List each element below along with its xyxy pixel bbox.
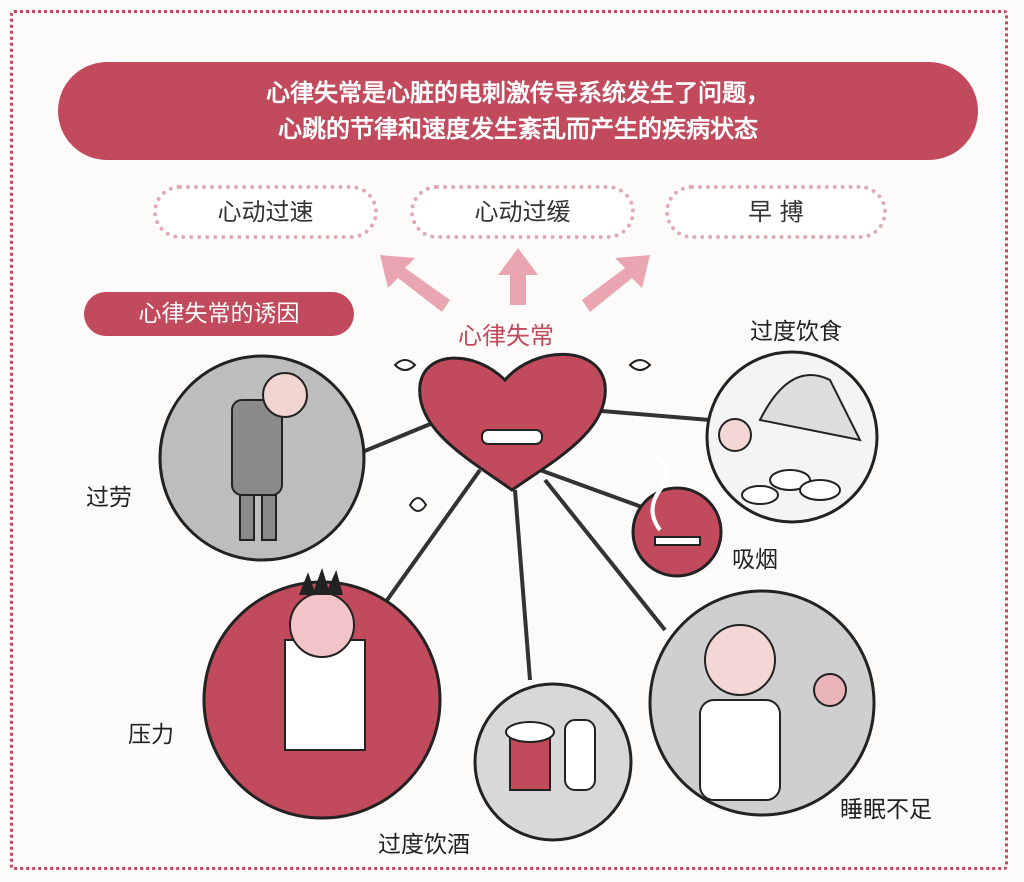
label-overeating: 过度饮食	[750, 319, 842, 345]
label-smoking: 吸烟	[732, 547, 778, 573]
arrow-up	[498, 248, 538, 305]
arrow-up-right	[582, 255, 650, 312]
type-bradycardia: 心动过缓	[410, 185, 635, 239]
definition-line-1: 心律失常是心脏的电刺激传导系统发生了问题，	[266, 79, 770, 107]
smoking-figure	[650, 453, 701, 546]
heart-mouth	[481, 429, 543, 445]
stress-figure	[284, 567, 366, 751]
heart-icon	[418, 352, 607, 492]
smoking-circle	[631, 486, 723, 578]
sweat-drops	[393, 359, 652, 512]
label-overwork: 过劳	[86, 485, 132, 511]
drinking-figure	[505, 719, 596, 791]
causes-title: 心律失常的诱因	[84, 292, 354, 336]
arrows	[380, 248, 650, 312]
type-premature-beat: 早 搏	[665, 185, 887, 239]
label-stress: 压力	[128, 722, 174, 748]
definition-line-2: 心跳的节律和速度发生紊乱而产生的疾病状态	[278, 115, 758, 143]
definition-banner: 心律失常是心脏的电刺激传导系统发生了问题， 心跳的节律和速度发生紊乱而产生的疾病…	[58, 62, 978, 160]
center-label: 心律失常	[458, 322, 554, 350]
label-sleep: 睡眠不足	[840, 797, 932, 823]
overeating-figure	[718, 374, 862, 505]
overwork-figure	[231, 372, 308, 541]
label-drinking: 过度饮酒	[378, 832, 470, 858]
arrow-up-left	[380, 255, 450, 312]
drinking-circle	[473, 682, 633, 842]
type-tachycardia: 心动过速	[153, 185, 378, 239]
sleep-figure	[699, 624, 847, 801]
connector-lines	[354, 408, 711, 681]
dotted-frame	[10, 10, 1008, 870]
